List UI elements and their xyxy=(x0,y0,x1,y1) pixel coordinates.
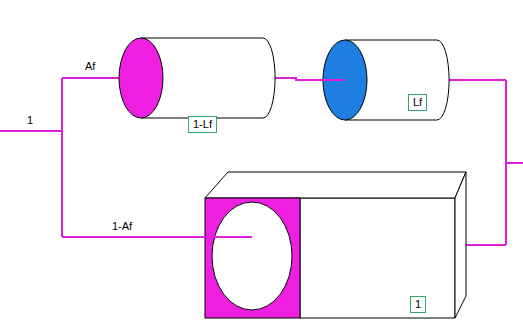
value-tag: Lf xyxy=(408,94,427,111)
box-front xyxy=(205,198,300,318)
wire-end xyxy=(203,236,252,238)
box-side xyxy=(300,198,455,318)
cylinder-face xyxy=(323,40,367,120)
split-wire xyxy=(61,78,63,237)
input-wire xyxy=(0,130,62,132)
component-cylinder: 1-Lf xyxy=(118,36,270,136)
box-top xyxy=(205,172,466,198)
wire-end xyxy=(322,79,345,81)
lower-branch-wire xyxy=(62,236,252,238)
lower-output-wire xyxy=(466,244,506,246)
box-end xyxy=(455,172,466,318)
input-value: 1 xyxy=(26,114,34,127)
component-cylinder: Lf xyxy=(322,38,444,122)
branch-fraction: 1-Af xyxy=(111,220,133,233)
output-wire xyxy=(506,162,523,164)
box-opening xyxy=(212,202,292,310)
component-box: 1 xyxy=(203,168,469,320)
value-tag: 1 xyxy=(410,296,426,313)
shape-outline xyxy=(203,168,469,320)
value-tag: 1-Lf xyxy=(188,116,217,133)
cylinder-face xyxy=(119,38,163,118)
branch-fraction: Af xyxy=(84,60,96,73)
